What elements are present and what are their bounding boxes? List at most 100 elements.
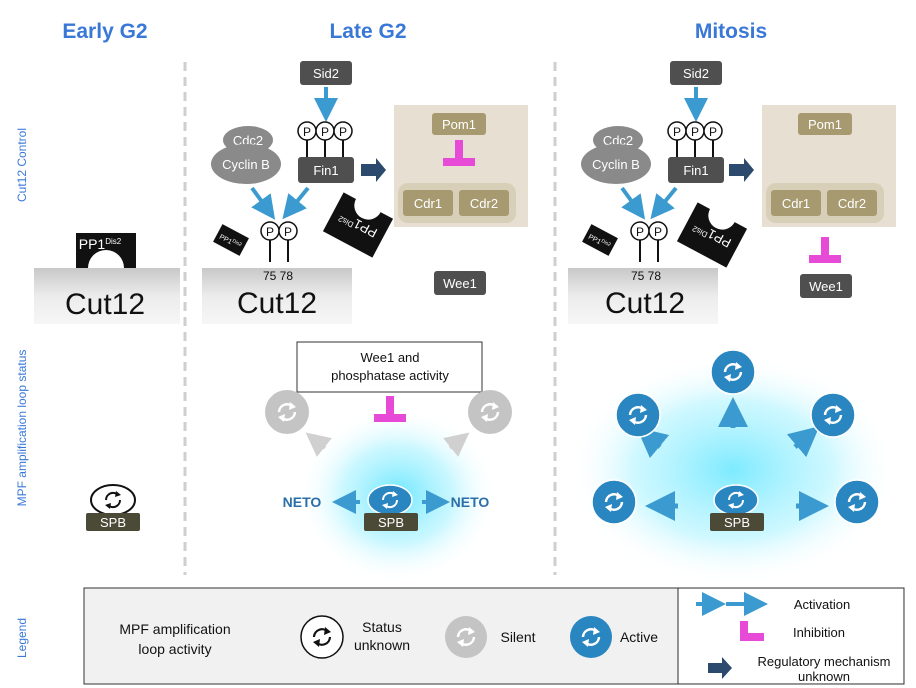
pp1-dis2-large: PP1Dis2 [322,192,394,258]
sid2-label: Sid2 [683,66,709,81]
phase-heading-late-g2: Late G2 [329,20,406,43]
cdr2-box [827,190,877,216]
fin1-box [668,157,724,183]
cycle-icon [277,402,297,422]
spb-label: SPB [100,515,126,530]
pp1-dis2-label: PP1Dis2 [79,236,122,252]
silent-arrow [305,432,332,457]
neto-label-right: NETO [451,494,490,510]
svg-text:P: P [673,125,681,139]
mitosis-panel: Sid2 P P P Fin1 Pom1 Cdr1 Cdr2 Wee1 Cdc2 [568,61,898,585]
legend-mpf-line2: loop activity [138,641,211,657]
cut12-bar [568,268,718,324]
cut12-phospho-sites: P P [630,221,668,262]
sid2-box [670,61,722,85]
cdc2-label: Cdc2 [603,133,633,148]
legend-status-unknown-circle [300,615,344,659]
active-loop-circle [834,479,880,525]
legend-status-unknown-line2: unknown [354,637,410,653]
wee1-box [434,271,486,295]
status-unknown-loop-circle [90,484,136,516]
pp1-dis2-small: PP1Dis2 [213,224,249,256]
row-label-cut12-control: Cut12 Control [15,128,29,202]
svg-text:P: P [303,125,311,139]
spb-box [710,513,764,531]
phospho-sites-label: 75 78 [263,269,293,283]
legend-inhibition-bar [740,621,764,641]
active-loop-circle [710,349,756,395]
activation-arrow [282,186,310,220]
pom1-box [798,113,852,135]
legend-regulatory-line1: Regulatory mechanism [758,654,891,669]
active-loop-circle [713,484,759,516]
cycle-icon [312,627,332,647]
svg-text:P: P [636,225,644,239]
pp1-dis2-small: PP1Dis2 [582,224,618,256]
spb-label: SPB [378,515,404,530]
activation-arrow [250,186,276,220]
cdr2-box [459,190,509,216]
spb-label: SPB [724,515,750,530]
fin1-phospho-group: P P P [297,121,353,158]
active-loop-circle [810,392,856,438]
fin1-label: Fin1 [683,163,708,178]
cycle-icon [723,362,743,382]
cdr2-label: Cdr2 [838,196,866,211]
cyclin-b-label: Cyclin B [592,157,640,172]
legend-regulatory-line2: unknown [798,669,850,684]
neto-label-left: NETO [283,494,322,510]
phospho-sites-label: 75 78 [631,269,661,283]
legend: MPF amplification loop activity Status u… [83,587,905,685]
legend-active-circle [570,616,612,658]
cycle-icon [847,492,867,512]
cdc2-label: Cdc2 [233,133,263,148]
wee1-phosphatase-box [296,341,483,393]
active-loop-circle [367,484,413,516]
cyclin-b-label: Cyclin B [222,157,270,172]
activation-arrow [786,426,820,458]
early-g2-panel: Cut12 PP1Dis2 SPB [34,233,180,531]
pom1-label: Pom1 [442,117,476,132]
activation-arrow [650,186,678,220]
wee1-phosphatase-line1: Wee1 and [360,350,419,365]
cyclin-b-ellipse [211,144,281,184]
legend-active-label: Active [620,629,658,645]
legend-status-unknown-line1: Status [362,619,402,635]
fin1-box [298,157,354,183]
cdr1-box [403,190,453,216]
pom1-box [432,113,486,135]
cycle-icon [727,491,745,509]
svg-text:P: P [321,125,329,139]
unknown-mechanism-arrow [361,158,386,182]
legend-unknown-arrow [708,657,732,679]
inhibition-bar [374,396,406,422]
cycle-icon [456,627,476,647]
cycle-icon [381,491,399,509]
svg-text:P: P [266,225,274,239]
cdr1-label: Cdr1 [414,196,442,211]
wee1-phosphatase-line2: phosphatase activity [331,368,449,383]
legend-inhibition-label: Inhibition [793,625,845,640]
legend-silent-circle [445,616,487,658]
cycle-icon [628,405,648,425]
unknown-mechanism-arrow [729,158,754,182]
wee1-label: Wee1 [443,276,477,291]
cut12-phospho-sites: P P [260,221,298,262]
svg-text:P: P [691,125,699,139]
cdr1-box [771,190,821,216]
cycle-icon [581,627,601,647]
silent-arrow [443,432,470,457]
sid2-box [300,61,352,85]
late-g2-panel: Sid2 P P P Fin1 Pom1 Cdr1 Cdr2 Cdc2 [202,61,528,583]
phase-heading-mitosis: Mitosis [695,20,767,43]
svg-text:P: P [654,225,662,239]
spb-box [86,513,140,531]
cut12-bar [202,268,352,324]
cycle-icon [104,491,122,509]
cut12-label: Cut12 [605,287,685,320]
cdr1-label: Cdr1 [782,196,810,211]
svg-text:P: P [709,125,717,139]
legend-silent-label: Silent [500,629,535,645]
pp1-dis2-protein [76,233,136,268]
